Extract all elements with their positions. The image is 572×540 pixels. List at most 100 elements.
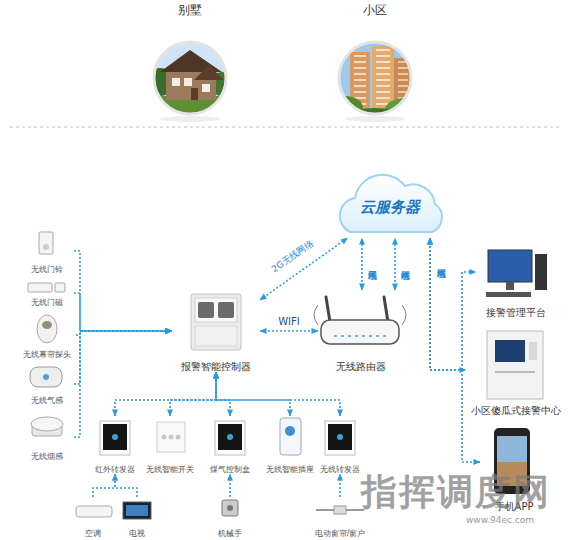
tv-screen: [126, 505, 148, 516]
edge-label: 2G无线网络: [270, 239, 316, 275]
doorbell-button: [43, 244, 49, 250]
network-link: [115, 372, 216, 416]
router-antenna: [384, 297, 388, 322]
network-link: [394, 238, 396, 290]
sensor-device: 无线幕帘探头: [18, 311, 76, 359]
device-glass: [103, 424, 127, 450]
gas-box-icon: [215, 421, 245, 455]
sensor-device: 无线烟感: [20, 413, 74, 461]
node-label: 无线转发器: [320, 465, 360, 474]
network-link: [74, 331, 172, 384]
network-link: [260, 238, 348, 300]
node-label: 报警智能控制器: [181, 361, 251, 373]
device-led: [227, 434, 233, 440]
door: [191, 88, 198, 100]
node-label: 无线气感: [31, 396, 63, 405]
smart-plug-icon: [280, 418, 301, 455]
network-link: [430, 238, 466, 370]
controller-body: [191, 294, 241, 350]
smart-switch-icon: [157, 422, 185, 452]
air-conditioner-icon: [76, 506, 112, 517]
router-leds: [334, 335, 386, 337]
node-label: 无线烟感: [31, 452, 63, 461]
curtain-detector-icon: [37, 315, 57, 343]
appliance: 电视: [118, 497, 156, 538]
switch-key: [162, 435, 167, 440]
alarm-controller: 报警智能控制器: [172, 290, 260, 372]
network-link: [74, 293, 172, 331]
node-label: 接警管理平台: [486, 307, 546, 319]
photo-ring: [154, 42, 226, 114]
node-label: 无线智能开关: [146, 465, 194, 474]
smart-device: 红外转发器: [89, 416, 141, 474]
estate-photo: [327, 40, 425, 124]
network-link: [260, 330, 318, 332]
keyboard: [486, 292, 531, 297]
villa-photo: [146, 40, 234, 126]
controller-speaker: [218, 302, 234, 318]
divider-line: [10, 127, 562, 128]
device-glass: [218, 424, 242, 450]
alarm-panel: [487, 331, 543, 399]
network-link: [216, 372, 230, 416]
repeater-icon: [325, 421, 355, 455]
controller-speaker: [198, 302, 214, 318]
node-label: 云服务器: [360, 199, 420, 216]
smart-device: 无线智能开关: [144, 416, 196, 474]
device-led: [112, 434, 118, 440]
appliance: 空调: [72, 497, 114, 538]
location-photo: 小区: [335, 4, 415, 116]
window: [184, 78, 192, 86]
network-link: [93, 474, 115, 497]
node-label: 电视: [129, 529, 145, 538]
network-link: [339, 474, 341, 497]
appliance: 机械手: [212, 497, 248, 538]
switch-key: [176, 435, 181, 440]
curtain-motor: [334, 506, 346, 514]
network-link: [115, 474, 137, 497]
network-link: [430, 238, 476, 370]
network-link: [361, 238, 363, 290]
network-link: [170, 372, 216, 416]
watermark-url: www.94ec.com: [466, 516, 534, 526]
node-label: 红外转发器: [95, 465, 135, 474]
router-antenna: [326, 297, 330, 322]
network-link: [216, 372, 290, 416]
device-glass: [328, 424, 352, 450]
panel-keys: [529, 342, 537, 360]
device-led: [337, 434, 343, 440]
house-gable: [194, 65, 224, 80]
ir-repeater-icon: [100, 421, 130, 455]
photo-shadow: [345, 116, 405, 122]
panel-screen: [495, 340, 525, 362]
network-link: [216, 372, 340, 416]
smart-device: 无线转发器: [316, 416, 364, 474]
watermark: 指挥调度网: [361, 472, 551, 512]
cloud-shape: [340, 175, 442, 232]
node-label: 无线门铃: [31, 265, 63, 274]
node-label: 空调: [85, 529, 101, 538]
photo-shadow: [160, 116, 220, 122]
network-link: [74, 251, 172, 331]
smart-device: 煤气控制盒: [204, 416, 256, 474]
gas-sensor-icon: [30, 367, 62, 387]
window: [172, 78, 180, 86]
router-body: [321, 320, 399, 344]
node-label: 别墅: [178, 4, 202, 18]
building-windows: [376, 49, 390, 110]
tv-icon: [123, 502, 151, 519]
switch-key: [169, 435, 174, 440]
smoke-detector-icon: [31, 417, 63, 431]
wifi-wave: [314, 305, 318, 325]
manipulator-knob: [227, 505, 233, 511]
node-label: 无线幕帘探头: [23, 350, 71, 359]
controller-front: [195, 298, 237, 322]
photo-ring: [339, 42, 411, 114]
doorbell-icon: [39, 232, 53, 254]
node-label: 无线智能插座: [266, 465, 314, 474]
cloud-server: 云服务器: [340, 178, 440, 238]
